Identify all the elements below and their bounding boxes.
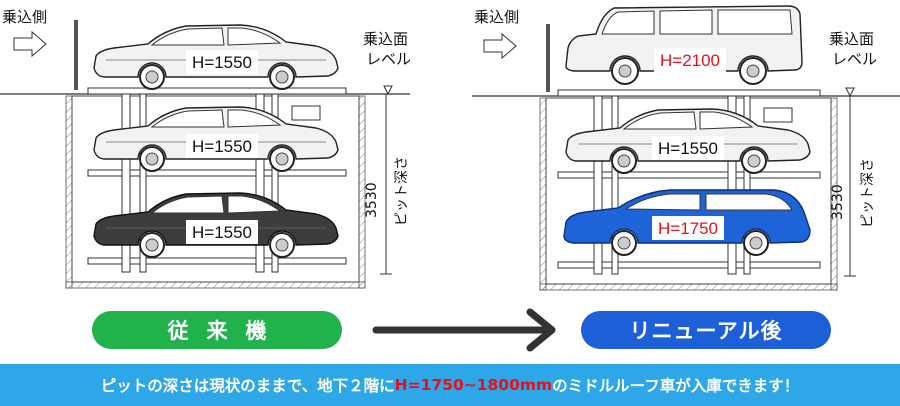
banner-text-prefix: ピットの深さは現状のままで、地下２階に <box>100 377 395 395</box>
after-label-pill: リニューアル後 <box>581 311 831 349</box>
after-car-top <box>565 5 803 85</box>
before-height-mid: H=1550 <box>192 137 252 156</box>
before-diagram: H=1550 H=1550 H=1550 乗込側 乗込面 レベル 3530 ピッ… <box>0 8 411 289</box>
before-height-top: H=1550 <box>192 53 252 72</box>
before-pit-depth-label: ピット深さ <box>394 156 410 226</box>
transition-arrow <box>372 308 556 352</box>
before-label-pill: 従来機 <box>92 311 342 349</box>
before-boarding-side-label: 乗込側 <box>2 8 47 26</box>
banner-text-suffix: のミドルルーフ車が入庫できます！ <box>552 377 800 395</box>
before-boarding-level-label-1: 乗込面 <box>363 30 408 48</box>
before-depth-value: 3530 <box>364 182 380 218</box>
after-height-mid: H=1550 <box>658 139 718 158</box>
after-boarding-level-label-2: レベル <box>832 50 877 68</box>
before-height-bottom: H=1550 <box>192 223 252 242</box>
after-diagram: H=2100 H=1550 H=1750 乗込側 乗込面 レベル 3530 ピッ… <box>472 5 900 291</box>
after-pit-depth-label: ピット深さ <box>860 158 876 228</box>
after-boarding-side-label: 乗込側 <box>474 8 519 26</box>
after-height-bottom: H=1750 <box>658 219 718 238</box>
after-height-top: H=2100 <box>660 51 720 70</box>
after-depth-value: 3530 <box>830 184 846 220</box>
before-boarding-level-label-2: レベル <box>366 50 411 68</box>
banner-highlight: H=1750~1800mm <box>394 376 553 394</box>
after-boarding-level-label-1: 乗込面 <box>829 30 874 48</box>
